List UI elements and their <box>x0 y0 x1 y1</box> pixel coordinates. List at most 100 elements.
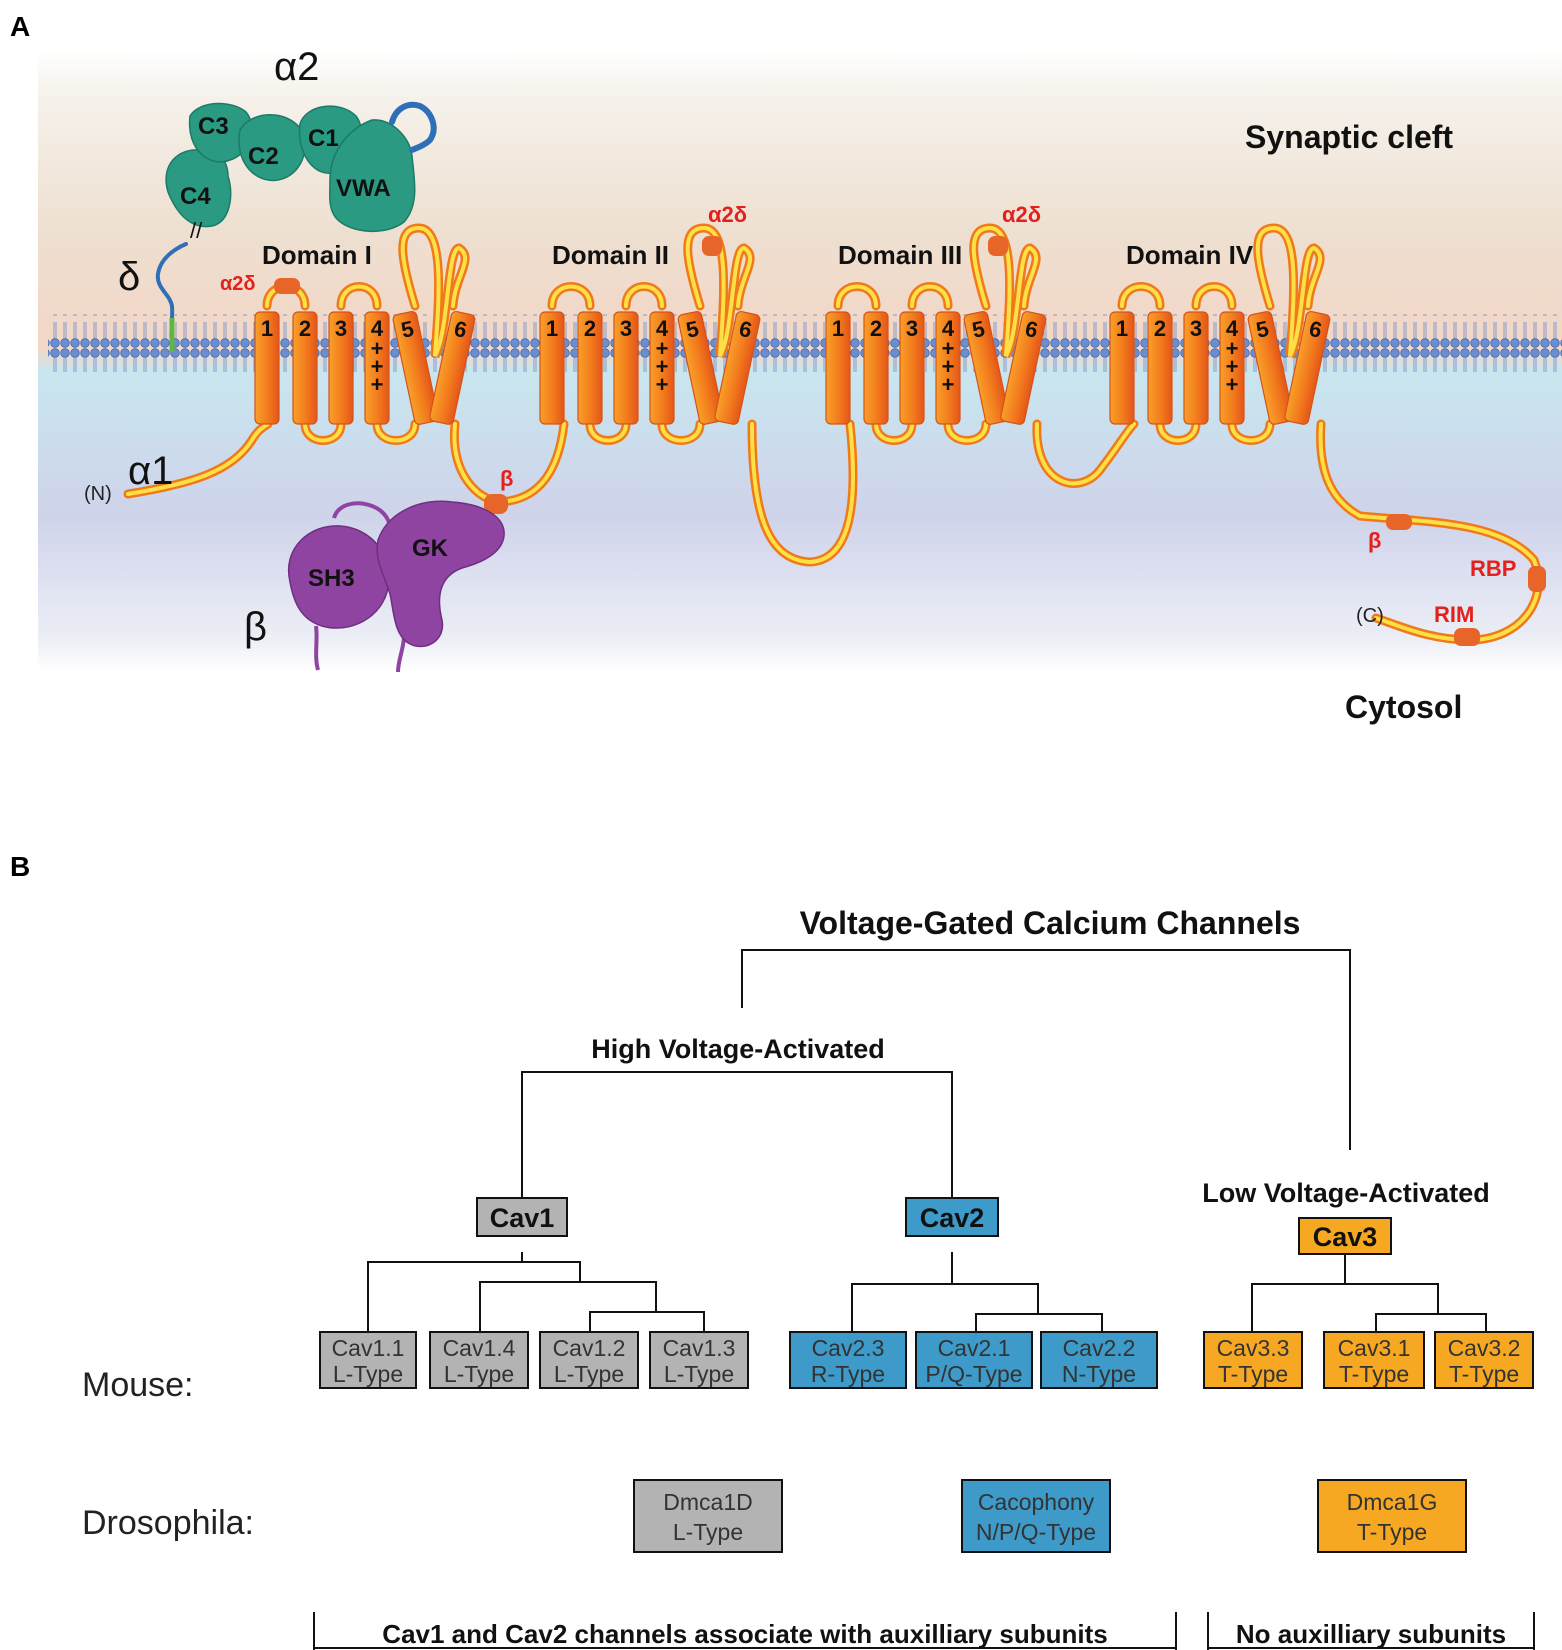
domain-1-s1-cylinder <box>254 311 280 425</box>
domain-4-s3-number: 3 <box>1190 316 1202 341</box>
domain-1-s4-charge-3: + <box>371 372 384 397</box>
domain-1-s2-helix: 2 <box>292 311 318 425</box>
a2d-site-iii-marker <box>988 236 1008 256</box>
mouse-channel-type: T-Type <box>1449 1361 1519 1387</box>
domain-3-s4-charge-3: + <box>942 372 955 397</box>
mouse-channel-type: L-Type <box>333 1361 403 1387</box>
domain-1-pore-loop-core <box>400 225 467 357</box>
domain-2-s5-helix: 5 <box>677 310 724 425</box>
mouse-channel-type: R-Type <box>811 1361 885 1387</box>
footnote-aux-text: Cav1 and Cav2 channels associate with au… <box>382 1619 1107 1649</box>
delta-subunit: // δ <box>118 218 203 352</box>
mouse-channel-name: Cav3.3 <box>1217 1335 1290 1361</box>
mouse-channel-type: T-Type <box>1339 1361 1409 1387</box>
domain-2-s5-number: 5 <box>684 316 701 343</box>
mouse-channel-name: Cav2.3 <box>812 1335 885 1361</box>
domain-2-s4-charge-3: + <box>656 372 669 397</box>
domain-1-s3-helix: 3 <box>328 311 354 425</box>
domain-2-s2-cylinder <box>577 311 603 425</box>
break-mark: // <box>190 218 203 243</box>
beta-site-c-label: β <box>1368 528 1381 553</box>
mouse-channel-box: Cav2.2N-Type <box>1040 1331 1158 1389</box>
domain-1-loop-s4s5-core <box>375 422 417 443</box>
drosophila-channel-type: L-Type <box>673 1519 743 1545</box>
domain-ii-label: Domain II <box>552 240 669 270</box>
c2-module <box>238 114 306 182</box>
domain-1-s3-number: 3 <box>335 316 347 341</box>
mouse-channels: Cav1.1L-TypeCav1.4L-TypeCav1.2L-TypeCav1… <box>319 1331 1534 1389</box>
cav3-label: Cav3 <box>1313 1222 1378 1252</box>
c4-label: C4 <box>180 183 211 210</box>
domain-1-s5-number: 5 <box>399 316 416 343</box>
alpha2-label: α2 <box>274 45 319 89</box>
domain-4-loop-s4s5-core <box>1230 422 1272 443</box>
drosophila-channel-fill <box>961 1479 1111 1553</box>
drosophila-channel-box: Dmca1D L-Type <box>633 1479 783 1553</box>
mouse-channel-box: Cav1.1L-Type <box>319 1331 417 1389</box>
footnote-no-auxiliary: No auxilliary subunits <box>1207 1612 1535 1650</box>
domain-4-s3-helix: 3 <box>1183 311 1209 425</box>
cav1-label: Cav1 <box>490 1203 555 1233</box>
domain-4-pore-loop-core <box>1255 225 1322 357</box>
footnote-no-aux-bracket <box>1207 1612 1535 1650</box>
rim-site-marker <box>1454 628 1480 646</box>
domain-3-s3-cylinder <box>899 311 925 425</box>
domain-2-s4-helix: 4+++ <box>649 311 675 425</box>
mouse-channel-name: Cav1.1 <box>332 1335 405 1361</box>
domain-iii-label: Domain III <box>838 240 962 270</box>
domain-3-s4-charge-2: + <box>942 354 955 379</box>
drosophila-channel-name: Dmca1D <box>663 1489 752 1515</box>
domain-2-pore-loop-core <box>685 225 752 357</box>
domain-2-loop-s1s2-core <box>550 284 592 308</box>
linker-iii-iv-core <box>1034 422 1136 486</box>
domain-2-s4-charge-2: + <box>656 354 669 379</box>
vwa-module <box>329 119 416 233</box>
domain-2-s5-cylinder <box>677 310 724 425</box>
lva-label: Low Voltage-Activated <box>1202 1178 1490 1208</box>
domain-2-s6-number: 6 <box>737 316 754 343</box>
domain-2-s1-number: 1 <box>546 316 558 341</box>
mouse-channel-fill <box>539 1331 639 1389</box>
mouse-channel-fill <box>429 1331 529 1389</box>
mouse-channel-type: N-Type <box>1062 1361 1136 1387</box>
domain-4-s3-cylinder <box>1183 311 1209 425</box>
rbp-site-label: RBP <box>1470 556 1516 581</box>
domain-1-loop-s2s3-core <box>303 422 343 443</box>
cav3-box: Cav3 <box>1298 1217 1392 1255</box>
domain-2-loop-s2s3-core <box>588 422 628 443</box>
c4-module <box>165 146 232 228</box>
domain-4-s4-charge-3: + <box>1226 372 1239 397</box>
mouse-channel-box: Cav2.3R-Type <box>789 1331 907 1389</box>
a2d-site-i-label: α2δ <box>220 273 256 295</box>
domain-2-s3-cylinder <box>613 311 639 425</box>
mouse-channel-type: L-Type <box>554 1361 624 1387</box>
domain-3-s4-charge-1: + <box>942 336 955 361</box>
drosophila-channel-fill <box>633 1479 783 1553</box>
drosophila-channel-type: N/P/Q-Type <box>976 1519 1096 1545</box>
domain-i-label: Domain I <box>262 240 372 270</box>
panel-a-letter: A <box>10 11 30 42</box>
gk-module <box>376 500 505 648</box>
domain-3-loop-s1s2-core <box>836 284 878 308</box>
footnote-aux-bracket <box>313 1612 1177 1650</box>
drosophila-channel-name: Cacophony <box>978 1489 1095 1515</box>
domain-1-s4-number: 4 <box>371 316 384 341</box>
mouse-channel-name: Cav3.1 <box>1338 1335 1411 1361</box>
alpha2-subunit: C3 C2 C1 C4 VWA α2 <box>165 45 437 233</box>
mouse-channel-type: T-Type <box>1218 1361 1288 1387</box>
domain-3-s6-number: 6 <box>1023 316 1040 343</box>
edge-cav3 <box>1251 1254 1487 1332</box>
c2-label: C2 <box>248 143 279 170</box>
domain-1-s6-cylinder <box>429 310 476 425</box>
cav2-label: Cav2 <box>920 1203 985 1233</box>
domain-4-s2-helix: 2 <box>1147 311 1173 425</box>
edge-hva <box>521 1071 953 1198</box>
mouse-channel-fill <box>1203 1331 1303 1389</box>
tree-edges <box>367 949 1487 1332</box>
c-terminus-label: (C) <box>1356 605 1384 627</box>
domain-3-pore-loop-core <box>971 225 1038 357</box>
domain-4-s6-number: 6 <box>1307 316 1324 343</box>
domain-4-s5-number: 5 <box>1254 316 1271 343</box>
